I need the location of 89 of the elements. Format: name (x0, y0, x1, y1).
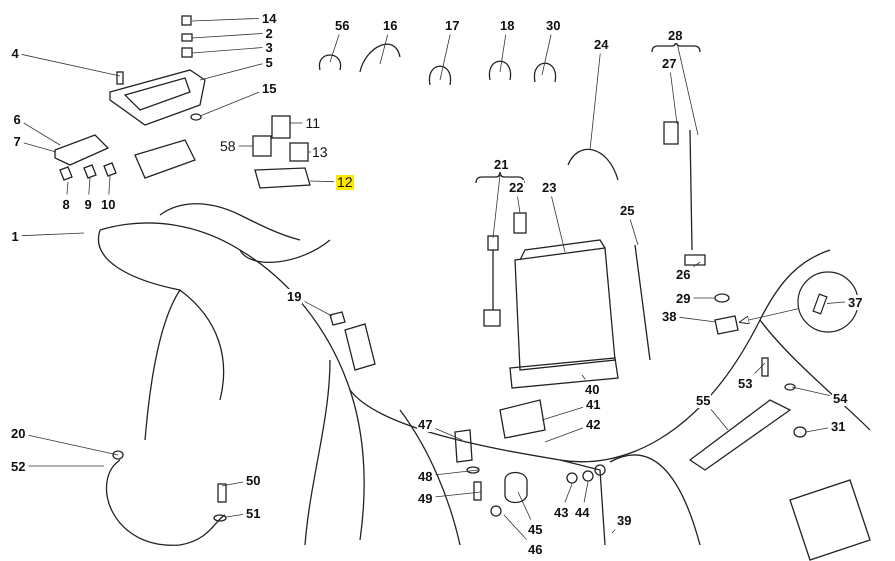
callout-number: 42 (585, 416, 602, 432)
callout-number: 49 (417, 490, 434, 506)
leader-line (435, 470, 478, 476)
callout-number: 23 (541, 180, 558, 194)
leader-line (23, 142, 56, 152)
arrow (738, 308, 800, 324)
callout-number: 25 (619, 202, 636, 218)
callout-number: 31 (830, 418, 846, 434)
leader-line (542, 406, 584, 420)
connector-part (812, 293, 828, 315)
leader-line (670, 72, 678, 124)
callout-number: 19 (286, 288, 302, 304)
callout-number: 20 (10, 426, 26, 440)
leader-line (200, 63, 263, 80)
leader-line (108, 176, 110, 195)
callout-number: 30 (545, 18, 562, 32)
callout-number: 22 (508, 180, 524, 194)
callout-number: 56 (334, 18, 350, 32)
callout-number: 3 (264, 40, 274, 54)
callout-number: 8 (62, 196, 71, 212)
callout-number: 12 (336, 174, 354, 190)
callout-number: 55 (695, 392, 712, 408)
leader-line (630, 219, 638, 246)
callout-number: 27 (661, 56, 678, 70)
leader-line (435, 492, 482, 498)
callout-number: 6 (12, 112, 22, 126)
leader-line (826, 302, 846, 304)
leader-line (564, 484, 572, 503)
callout-number: 26 (675, 266, 692, 282)
leader-line (226, 514, 244, 518)
leader-line (290, 122, 303, 124)
leader-line (23, 122, 60, 146)
callout-number: 48 (417, 468, 434, 484)
callout-number: 18 (499, 18, 516, 32)
leader-line (518, 492, 532, 520)
leader-line (693, 262, 700, 268)
leader-line (584, 482, 588, 503)
leader-line (806, 428, 828, 432)
leader-line (192, 33, 263, 38)
callout-number: 29 (675, 290, 692, 306)
callout-number: 58 (219, 138, 237, 154)
leader-line (754, 362, 766, 374)
callout-number: 16 (382, 18, 398, 32)
callout-number: 53 (737, 376, 754, 390)
leader-line (21, 232, 84, 236)
callout-number: 50 (245, 472, 262, 488)
leader-line (544, 427, 584, 442)
leader-line (679, 316, 716, 322)
leader-line (542, 34, 552, 76)
leader-line (677, 44, 698, 136)
leader-line (21, 54, 120, 76)
leader-line (435, 428, 462, 440)
leader-line (500, 34, 506, 72)
leader-line (504, 514, 527, 540)
callout-number: 46 (527, 542, 544, 556)
callout-number: 39 (616, 512, 632, 528)
leader-line (200, 92, 260, 116)
leader-line (192, 18, 260, 22)
callout-number: 2 (264, 26, 274, 40)
leader-line (88, 178, 90, 195)
callout-number: 24 (593, 36, 610, 52)
leader-line (612, 529, 616, 534)
callout-number: 37 (847, 294, 864, 310)
leader-line (517, 196, 520, 214)
callout-number: 28 (667, 28, 684, 42)
leader-line (66, 182, 68, 195)
callout-number: 9 (84, 196, 93, 212)
callout-number: 21 (493, 156, 510, 172)
leader-line (28, 434, 118, 456)
callout-number: 11 (304, 116, 322, 130)
leader-line (590, 53, 601, 150)
leader-line (492, 173, 501, 238)
leader-line (304, 301, 332, 316)
callout-number: 13 (311, 144, 329, 160)
callout-number: 54 (832, 390, 848, 406)
leader-line (582, 374, 586, 380)
callout-number: 43 (553, 504, 570, 520)
leader-line (222, 482, 244, 486)
callout-number: 40 (584, 382, 600, 396)
callout-number: 38 (661, 308, 678, 324)
leader-line (792, 386, 830, 396)
leader-line (310, 180, 334, 182)
callout-number: 52 (10, 458, 26, 474)
leader-line (192, 47, 263, 54)
leader-line (710, 409, 728, 430)
leader-line (551, 196, 566, 252)
leader-line (330, 34, 340, 62)
leader-line (440, 34, 451, 80)
callout-number: 10 (100, 196, 116, 212)
